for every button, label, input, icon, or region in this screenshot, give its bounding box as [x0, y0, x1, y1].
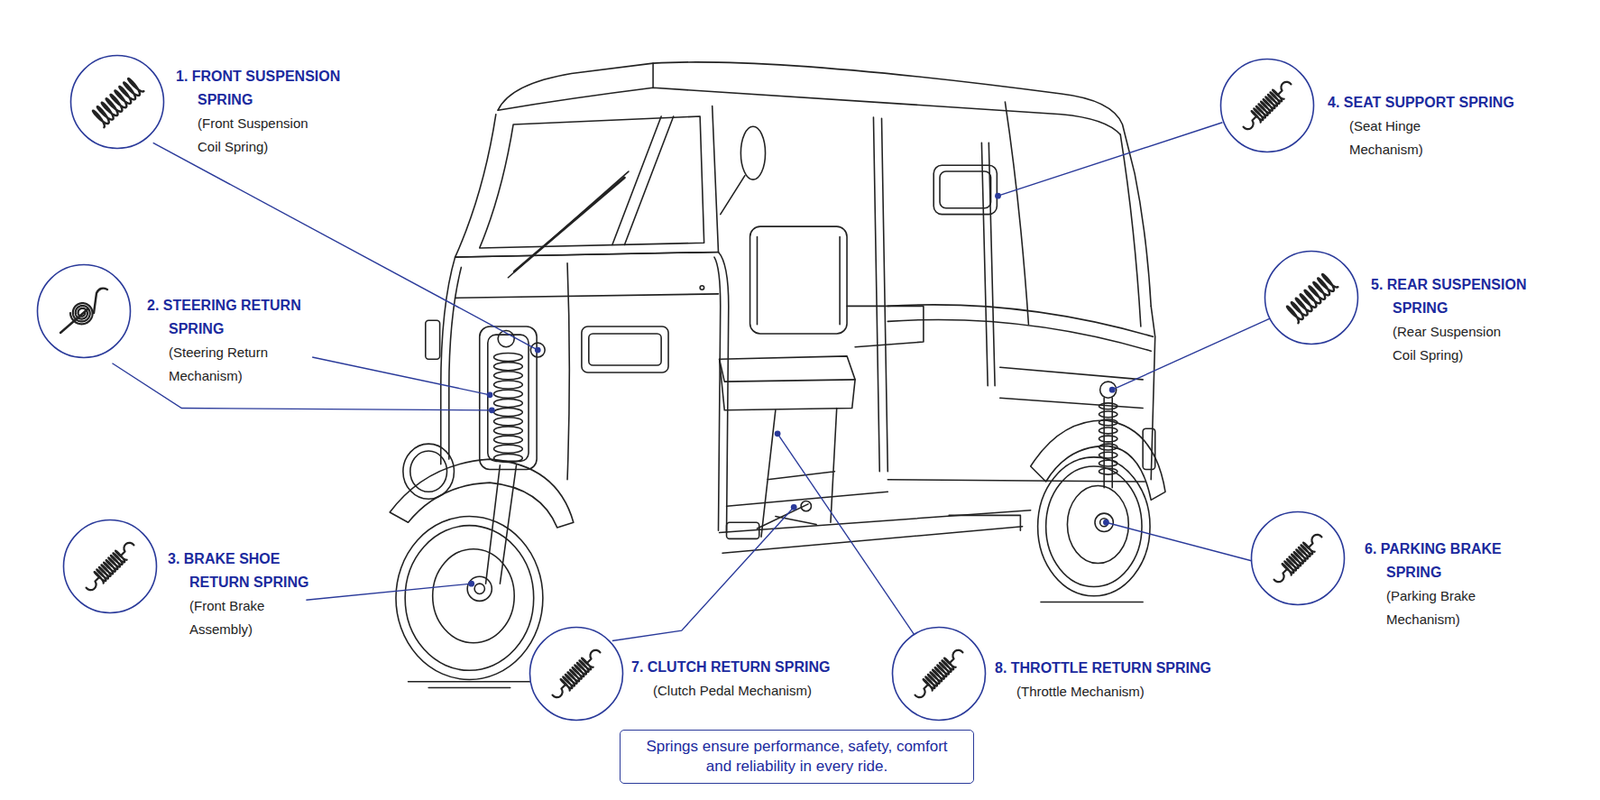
- callout: 8. THROTTLE RETURN SPRING(Throttle Mecha…: [891, 625, 1284, 722]
- callout: 2. STEERING RETURN SPRING(Steering Retur…: [36, 263, 337, 388]
- callout-heading: 7. CLUTCH RETURN SPRING: [652, 655, 902, 680]
- callout-text: 6. PARKING BRAKE SPRING(Parking Brake Me…: [1364, 537, 1541, 632]
- callout-circle: [1263, 249, 1360, 346]
- callout-ring: [1265, 251, 1359, 345]
- callout-circle: [528, 625, 625, 722]
- callout-heading: 6. PARKING BRAKE SPRING: [1386, 537, 1541, 585]
- callout: 1. FRONT SUSPENSION SPRING(Front Suspens…: [69, 54, 370, 159]
- callout: 6. PARKING BRAKE SPRING(Parking Brake Me…: [1250, 510, 1541, 632]
- callout-heading: 8. THROTTLE RETURN SPRING: [1016, 656, 1284, 681]
- callout-subtitle: (Front Suspension Coil Spring): [197, 111, 329, 159]
- callout-circle: [1219, 57, 1315, 154]
- callout: 4. SEAT SUPPORT SPRING(Seat Hinge Mechan…: [1219, 57, 1572, 162]
- callout-text: 4. SEAT SUPPORT SPRING(Seat Hinge Mechan…: [1327, 91, 1572, 162]
- callout-ring: [1221, 59, 1315, 153]
- callout-circle: [69, 54, 166, 150]
- callout-ring: [71, 55, 165, 149]
- callout-heading: 1. FRONT SUSPENSION SPRING: [197, 64, 370, 112]
- callout-ring: [530, 627, 624, 721]
- callout-text: 2. STEERING RETURN SPRING(Steering Retur…: [147, 294, 337, 388]
- callout-circle: [1250, 510, 1346, 607]
- callout-text: 1. FRONT SUSPENSION SPRING(Front Suspens…: [175, 64, 370, 159]
- spring-icon: [86, 542, 135, 590]
- callout-subtitle: (Parking Brake Mechanism): [1386, 584, 1522, 632]
- caption-text: Springs ensure performance, safety, comf…: [619, 729, 975, 784]
- spring-icon: [915, 650, 964, 698]
- callout-circle: [891, 625, 987, 722]
- callout-text: 5. REAR SUSPENSION SPRING(Rear Suspensio…: [1370, 273, 1556, 368]
- callout-circle: [36, 263, 132, 359]
- spring-icon: [60, 288, 108, 333]
- callout-subtitle: (Front Brake Assembly): [189, 594, 307, 642]
- callout-heading: 2. STEERING RETURN SPRING: [168, 294, 337, 341]
- callout: 3. BRAKE SHOE RETURN SPRING(Front Brake …: [62, 518, 340, 642]
- callout: 5. REAR SUSPENSION SPRING(Rear Suspensio…: [1263, 249, 1556, 368]
- callout-text: 7. CLUTCH RETURN SPRING(Clutch Pedal Mec…: [631, 655, 902, 703]
- callout-subtitle: (Steering Return Mechanism): [168, 340, 304, 388]
- callout-ring: [892, 627, 986, 721]
- callout-subtitle: (Clutch Pedal Mechanism): [652, 679, 888, 703]
- leader-lines: [111, 122, 1270, 642]
- spring-icon: [552, 650, 601, 698]
- callout-text: 3. BRAKE SHOE RETURN SPRING(Front Brake …: [167, 547, 340, 642]
- callout: 7. CLUTCH RETURN SPRING(Clutch Pedal Mec…: [528, 625, 902, 722]
- callout-subtitle: (Rear Suspension Coil Spring): [1392, 320, 1519, 368]
- callout-heading: 3. BRAKE SHOE RETURN SPRING: [189, 547, 340, 595]
- leader-dots: [468, 193, 1115, 588]
- callout-heading: 4. SEAT SUPPORT SPRING: [1349, 91, 1572, 115]
- spring-icon: [1287, 274, 1338, 323]
- callout-heading: 5. REAR SUSPENSION SPRING: [1392, 273, 1556, 321]
- callout-circle: [62, 518, 158, 615]
- callout-ring: [1251, 512, 1345, 606]
- callout-ring: [64, 520, 157, 614]
- callout-subtitle: (Throttle Mechanism): [1016, 680, 1251, 704]
- spring-icon: [1243, 82, 1292, 129]
- spring-icon: [1274, 534, 1323, 582]
- spring-icon: [92, 78, 144, 128]
- rickshaw-drawing: [389, 62, 1166, 689]
- callout-text: 8. THROTTLE RETURN SPRING(Throttle Mecha…: [994, 656, 1284, 704]
- callout-ring: [37, 265, 131, 359]
- callout-subtitle: (Seat Hinge Mechanism): [1349, 114, 1463, 162]
